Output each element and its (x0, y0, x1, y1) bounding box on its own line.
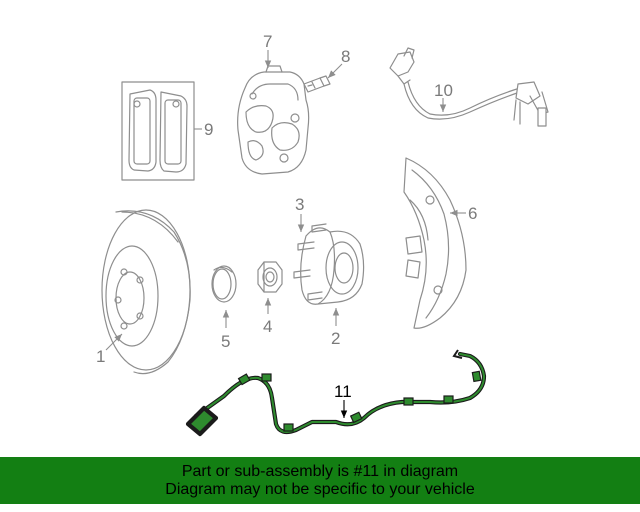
callout-9: 9 (204, 120, 213, 139)
splash-shield-illustration (403, 157, 467, 329)
hub-nut-illustration (257, 261, 283, 293)
banner-line-1: Part or sub-assembly is #11 in diagram (181, 462, 459, 480)
wheel-studs (293, 223, 327, 301)
brake-pads-illustration (121, 81, 195, 181)
part-info-banner: Part or sub-assembly is #11 in diagram D… (0, 457, 640, 504)
callout-7: 7 (263, 32, 272, 51)
caliper-illustration (237, 65, 310, 175)
callout-11: 11 (334, 382, 352, 401)
callout-1: 1 (96, 347, 105, 366)
brake-rotor-illustration (101, 209, 191, 375)
callout-3: 3 (295, 195, 304, 214)
brake-hose-illustration (389, 47, 549, 127)
banner-line-2: Diagram may not be specific to your vehi… (165, 480, 475, 498)
callout-6: 6 (468, 204, 477, 223)
callout-8: 8 (341, 47, 350, 66)
parts-diagram: 9 7 8 10 (96, 32, 549, 437)
wheel-hub-illustration (293, 223, 365, 305)
bolt-illustration (303, 75, 331, 93)
callout-10: 10 (434, 81, 453, 100)
callout-4: 4 (263, 317, 272, 336)
speed-sensor-wire-illustration (185, 349, 487, 437)
callout-2: 2 (331, 329, 340, 348)
callout-5: 5 (221, 332, 230, 351)
dust-cap-illustration (211, 265, 237, 303)
